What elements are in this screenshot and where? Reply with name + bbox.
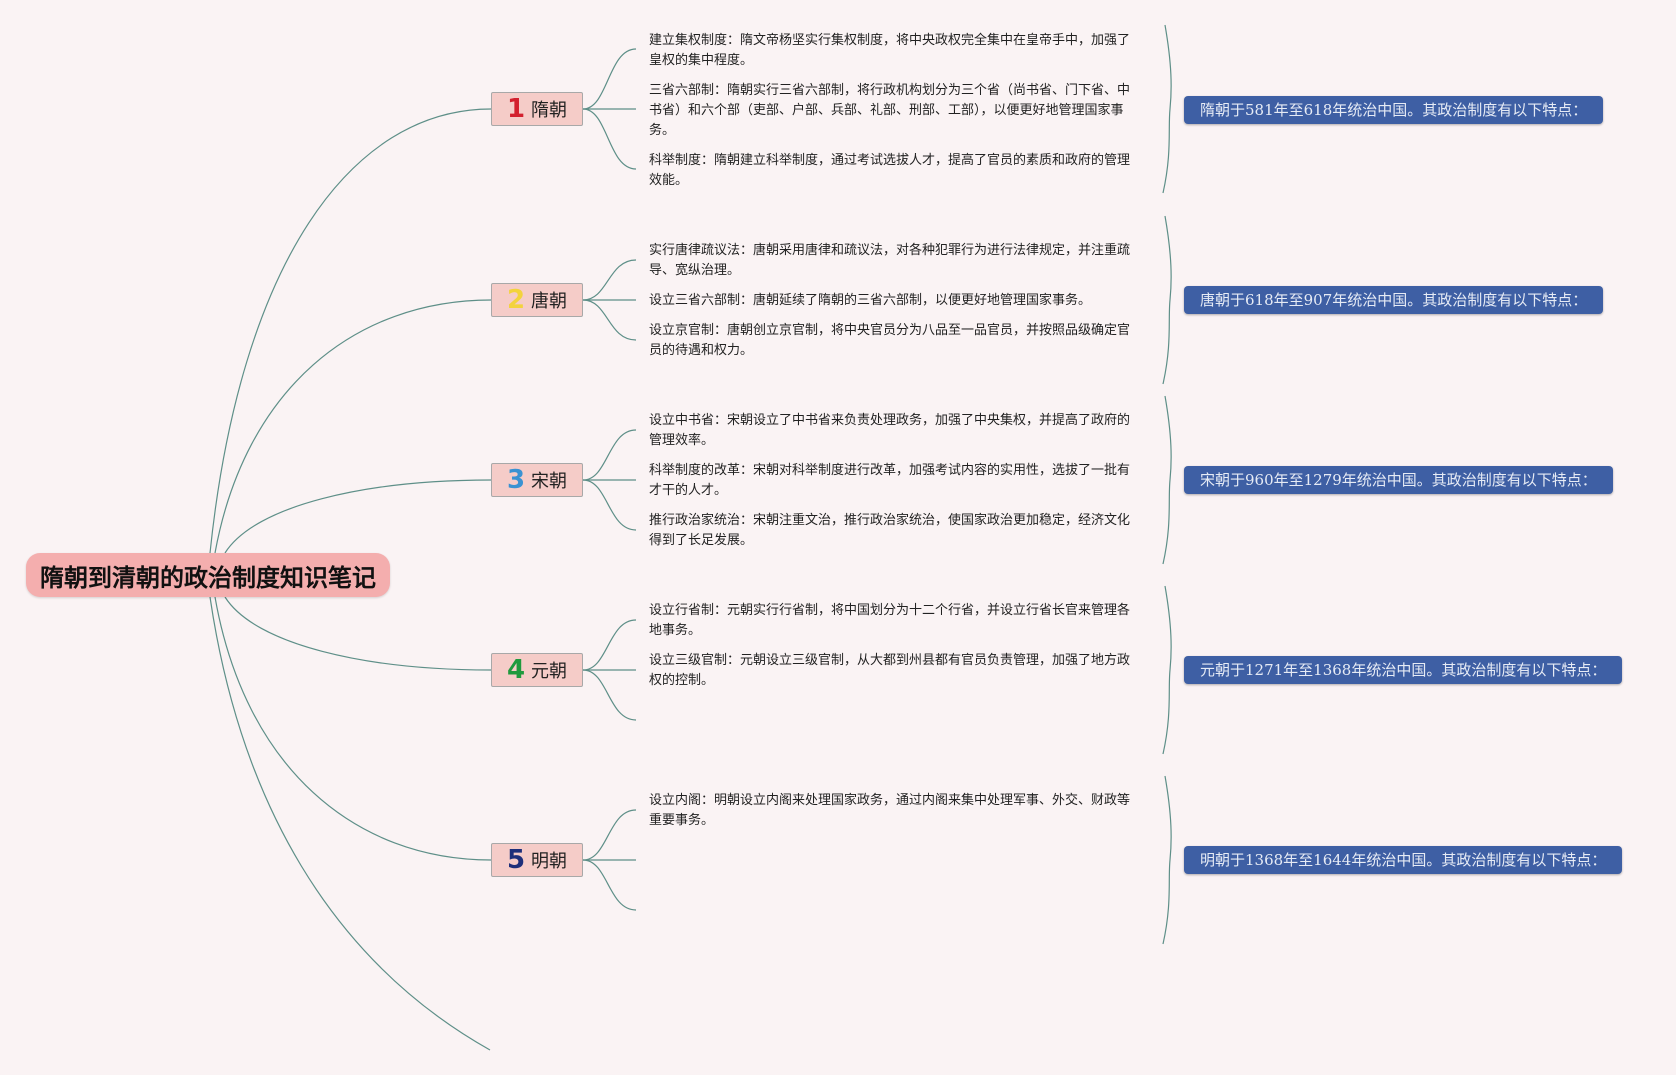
summary-bracket [1162,24,1172,194]
node-label-2: 唐朝 [531,291,568,312]
node-to-point-line [582,259,637,301]
node-to-point-line [582,669,637,721]
root-to-node-line [224,479,492,554]
root-to-node-line [224,596,492,671]
node-number-4: 4 [506,655,526,685]
root-topic[interactable]: 隋朝到清朝的政治制度知识笔记 [26,553,390,597]
node-to-point-line [582,479,637,531]
root-to-node-line [209,108,492,554]
point-text[interactable]: 设立京官制：唐朝创立京官制，将中央官员分为八品至一品官员，并按照品级确定官员的待… [649,323,1131,358]
point-text[interactable]: 设立三级官制：元朝设立三级官制，从大都到州县都有官员负责管理，加强了地方政权的控… [649,653,1131,688]
node-number-1: 1 [506,94,526,124]
node-number-3: 3 [506,465,526,495]
node-to-point-line [582,809,637,861]
dynasty-node-1[interactable]: 1 隋朝 [491,92,583,126]
root-title: 隋朝到清朝的政治制度知识笔记 [40,563,376,592]
summary-bracket [1162,775,1172,945]
node-to-point-line [582,299,637,341]
point-text[interactable]: 设立行省制：元朝实行行省制，将中国划分为十二个行省，并设立行省长官来管理各地事务… [649,603,1131,638]
point-text[interactable]: 推行政治家统治：宋朝注重文治，推行政治家统治，使国家政治更加稳定，经济文化得到了… [649,513,1131,548]
dynasty-node-5[interactable]: 5 明朝 [491,843,583,877]
point-text[interactable]: 建立集权制度：隋文帝杨坚实行集权制度，将中央政权完全集中在皇帝手中，加强了皇权的… [649,33,1131,68]
root-to-node-line [214,299,492,554]
dynasty-node-3[interactable]: 3 宋朝 [491,463,583,497]
summary-bracket [1162,215,1172,385]
node-to-point-line [582,108,637,170]
point-text[interactable]: 三省六部制：隋朝实行三省六部制，将行政机构划分为三个省（尚书省、门下省、中书省）… [649,83,1131,138]
point-text[interactable]: 科举制度：隋朝建立科举制度，通过考试选拔人才，提高了官员的素质和政府的管理效能。 [649,153,1131,188]
summary-tag-3[interactable]: 宋朝于960年至1279年统治中国。其政治制度有以下特点： [1184,466,1613,494]
node-label-4: 元朝 [531,661,568,682]
summary-bracket [1162,585,1172,755]
node-to-point-line [582,48,637,110]
node-to-point-line [582,619,637,671]
summary-tag-4[interactable]: 元朝于1271年至1368年统治中国。其政治制度有以下特点： [1184,656,1623,684]
summary-tag-2[interactable]: 唐朝于618年至907年统治中国。其政治制度有以下特点： [1184,286,1604,314]
point-text[interactable]: 实行唐律疏议法：唐朝采用唐律和疏议法，对各种犯罪行为进行法律规定，并注重疏导、宽… [649,243,1131,278]
dynasty-node-2[interactable]: 2 唐朝 [491,283,583,317]
summary-tag-1[interactable]: 隋朝于581年至618年统治中国。其政治制度有以下特点： [1184,96,1604,124]
node-to-point-line [582,859,637,911]
point-text[interactable]: 科举制度的改革：宋朝对科举制度进行改革，加强考试内容的实用性，选拔了一批有才干的… [649,463,1131,498]
node-label-1: 隋朝 [531,100,568,121]
summary-bracket [1162,395,1172,565]
root-to-node-line [214,596,492,861]
dynasty-node-4[interactable]: 4 元朝 [491,653,583,687]
node-label-3: 宋朝 [531,471,568,492]
point-text[interactable]: 设立三省六部制：唐朝延续了隋朝的三省六部制，以便更好地管理国家事务。 [649,293,1092,308]
point-text[interactable]: 设立中书省：宋朝设立了中书省来负责处理政务，加强了中央集权，并提高了政府的管理效… [649,413,1131,448]
node-to-point-line [582,429,637,481]
summary-tag-5[interactable]: 明朝于1368年至1644年统治中国。其政治制度有以下特点： [1184,846,1623,874]
point-text[interactable]: 设立内阁：明朝设立内阁来处理国家政务，通过内阁来集中处理军事、外交、财政等重要事… [649,793,1131,828]
root-trailing-line [209,596,491,1051]
node-label-5: 明朝 [531,851,568,872]
node-number-2: 2 [506,285,526,315]
node-number-5: 5 [506,845,526,875]
